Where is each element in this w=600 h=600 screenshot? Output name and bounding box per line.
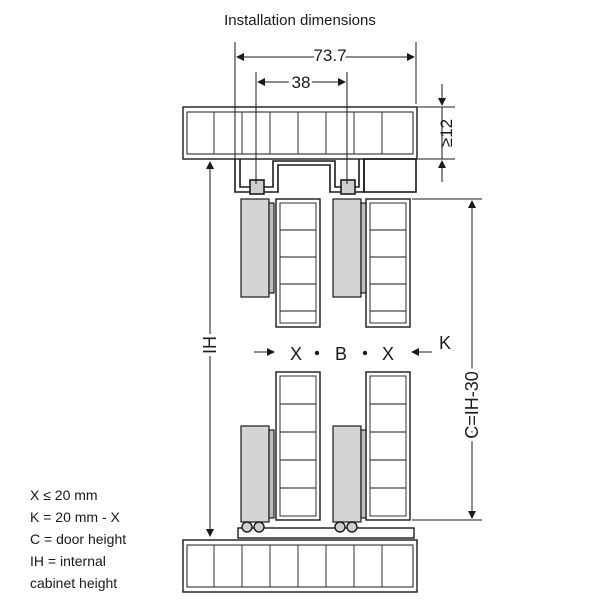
gap-k-label: K xyxy=(439,333,451,353)
legend-item-c: C = door height xyxy=(30,531,127,547)
dimension-overall-width xyxy=(234,42,417,188)
gap-dots xyxy=(314,350,368,356)
legend-item-ih: IH = internal xyxy=(30,553,106,569)
top-track-profile xyxy=(234,158,417,195)
top-cabinet-panel xyxy=(182,106,418,160)
gap-x-left-label: X xyxy=(290,344,302,364)
door-rear xyxy=(365,198,411,521)
dimension-door-height xyxy=(412,198,482,521)
top-clearance-label: ≥12 xyxy=(437,119,456,147)
track-spacing-label: 38 xyxy=(292,73,311,92)
door-front xyxy=(275,198,321,521)
dimension-top-clearance xyxy=(418,84,455,182)
gap-b-label: B xyxy=(335,344,347,364)
dimension-track-spacing xyxy=(255,72,348,184)
legend: X ≤ 20 mm K = 20 mm - X C = door height … xyxy=(30,484,126,594)
legend-item-x: X ≤ 20 mm xyxy=(30,487,98,503)
diagram-title: Installation dimensions xyxy=(224,12,376,29)
door-height-label: C=IH-30 xyxy=(462,371,482,439)
legend-item-k: K = 20 mm - X xyxy=(30,509,120,525)
door-fittings xyxy=(240,198,367,523)
internal-height-label: IH xyxy=(200,336,220,354)
gap-x-right-label: X xyxy=(382,344,394,364)
bottom-cabinet-panel xyxy=(182,539,418,593)
legend-item-ih-cont: cabinet height xyxy=(30,575,118,591)
overall-width-label: 73.7 xyxy=(313,46,346,65)
bottom-track-profile xyxy=(237,521,415,539)
